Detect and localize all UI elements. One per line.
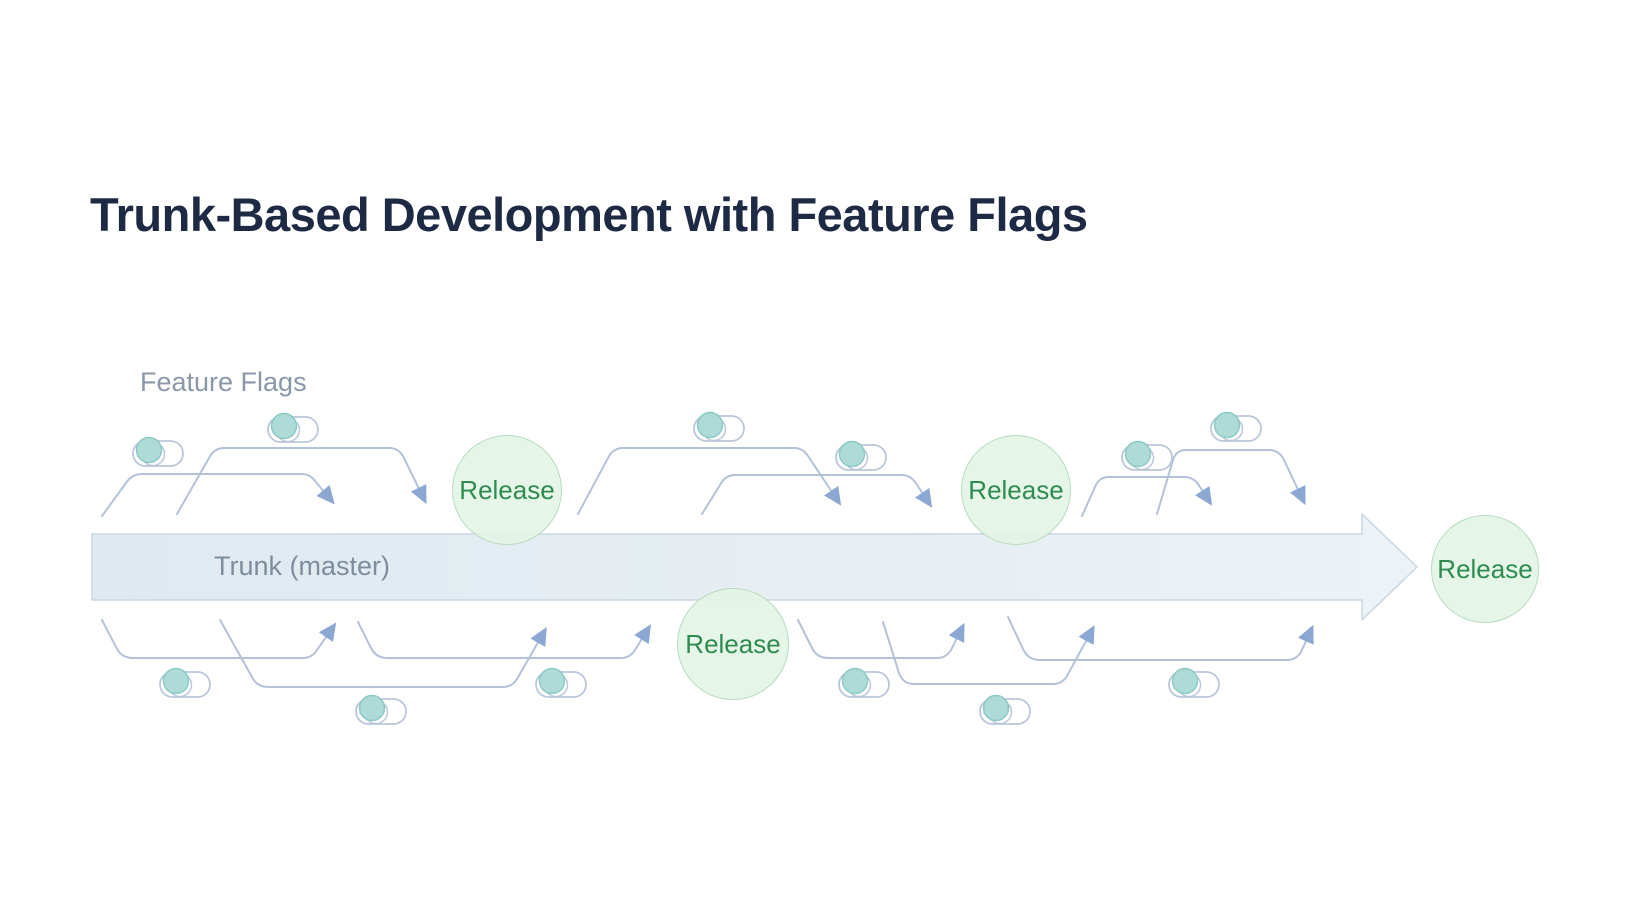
feature-flag-toggle-icon xyxy=(835,440,887,471)
toggle-knob-icon xyxy=(538,667,566,695)
toggle-knob-icon xyxy=(838,440,866,468)
feature-flag-toggles xyxy=(132,411,1262,725)
toggle-knob-icon xyxy=(162,667,190,695)
toggle-knob-icon xyxy=(1171,667,1199,695)
feature-flag-toggle-icon xyxy=(267,412,319,443)
toggle-knob-icon xyxy=(1124,440,1152,468)
branch-line xyxy=(882,621,1095,685)
feature-flag-toggle-icon xyxy=(1168,667,1220,698)
toggle-knob-icon xyxy=(358,694,386,722)
toggle-knob-icon xyxy=(1213,411,1241,439)
branch-line xyxy=(1007,616,1314,661)
branch-line xyxy=(1081,476,1213,517)
toggle-knob-icon xyxy=(270,412,298,440)
branch-line xyxy=(357,621,652,659)
feature-flag-toggle-icon xyxy=(1210,411,1262,442)
branch-line xyxy=(101,619,337,659)
toggle-knob-icon xyxy=(982,694,1010,722)
feature-flag-toggle-icon xyxy=(979,694,1031,725)
bottom-branch-lines xyxy=(101,616,1314,688)
top-branch-lines xyxy=(101,447,1306,517)
release-node: Release xyxy=(961,435,1071,545)
branch-line xyxy=(219,619,547,688)
feature-flag-toggle-icon xyxy=(355,694,407,725)
feature-flag-toggle-icon xyxy=(535,667,587,698)
page-title: Trunk-Based Development with Feature Fla… xyxy=(90,188,1088,241)
toggle-knob-icon xyxy=(135,436,163,464)
release-node: Release xyxy=(677,588,789,700)
feature-flag-toggle-icon xyxy=(838,667,890,698)
trunk-arrow xyxy=(91,513,1418,621)
branch-line xyxy=(797,619,965,659)
toggle-knob-icon xyxy=(696,411,724,439)
toggle-knob-icon xyxy=(841,667,869,695)
feature-flag-toggle-icon xyxy=(132,436,184,467)
feature-flags-label: Feature Flags xyxy=(140,367,307,397)
release-node: Release xyxy=(1431,515,1539,623)
feature-flag-toggle-icon xyxy=(693,411,745,442)
release-node: Release xyxy=(452,435,562,545)
branch-line xyxy=(577,447,842,515)
branch-line xyxy=(176,447,427,515)
branch-line xyxy=(701,474,933,515)
feature-flag-toggle-icon xyxy=(1121,440,1173,471)
branch-line xyxy=(1156,449,1306,515)
branch-line xyxy=(101,473,335,517)
feature-flag-toggle-icon xyxy=(159,667,211,698)
trunk-label: Trunk (master) xyxy=(214,551,391,581)
